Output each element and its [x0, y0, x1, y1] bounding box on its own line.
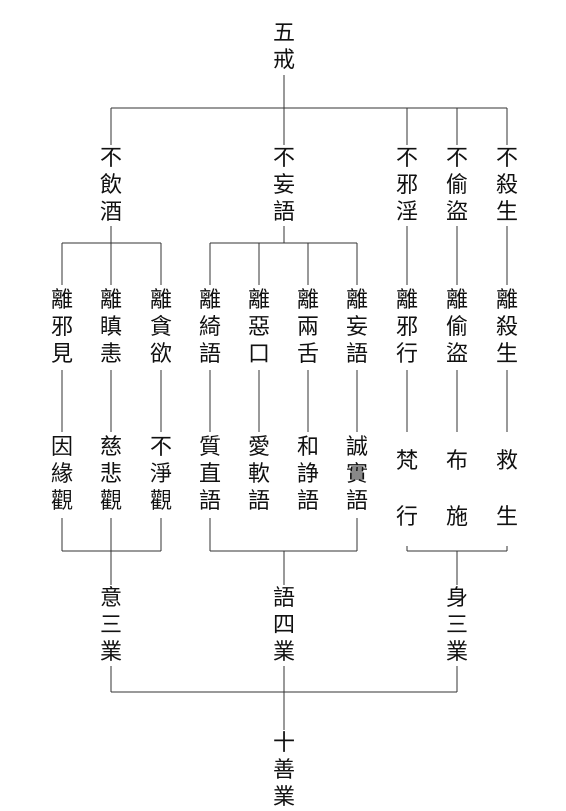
- precept-no-drinking: 不飲酒: [96, 145, 126, 226]
- karma-speech-four: 語四業: [269, 585, 299, 666]
- karma-body-three: 身三業: [442, 585, 472, 666]
- practice-giving: 布施: [442, 434, 472, 546]
- practice-truthful-speech: 誠實語: [342, 434, 372, 515]
- karma-mind-three: 意三業: [96, 585, 126, 666]
- practice-saving-life: 救生: [492, 434, 522, 546]
- root-node: 五戒: [269, 20, 299, 74]
- abstain-frivolous-speech: 離綺語: [195, 287, 225, 368]
- abstain-theft: 離偷盜: [442, 287, 472, 368]
- abstain-greed: 離貪欲: [146, 287, 176, 368]
- practice-pure-conduct: 梵行: [392, 434, 422, 546]
- precept-no-lying: 不妄語: [269, 145, 299, 226]
- practice-gentle-speech: 愛軟語: [244, 434, 274, 515]
- practice-harmonious-speech: 和諍語: [293, 434, 323, 515]
- abstain-anger: 離瞋恚: [96, 287, 126, 368]
- precept-no-sexual-misconduct: 不邪淫: [392, 145, 422, 226]
- abstain-killing: 離殺生: [492, 287, 522, 368]
- practice-honest-speech: 質直語: [195, 434, 225, 515]
- precept-no-stealing: 不偷盜: [442, 145, 472, 226]
- practice-impurity-contemplation: 不淨觀: [146, 434, 176, 515]
- abstain-harsh-speech: 離惡口: [244, 287, 274, 368]
- abstain-wrong-view: 離邪見: [47, 287, 77, 368]
- final-ten-good-deeds: 十善業: [269, 730, 299, 811]
- practice-causation-contemplation: 因緣觀: [47, 434, 77, 515]
- practice-compassion-contemplation: 慈悲觀: [96, 434, 126, 515]
- abstain-misconduct: 離邪行: [392, 287, 422, 368]
- precept-no-killing: 不殺生: [492, 145, 522, 226]
- abstain-divisive-speech: 離兩舌: [293, 287, 323, 368]
- abstain-false-speech: 離妄語: [342, 287, 372, 368]
